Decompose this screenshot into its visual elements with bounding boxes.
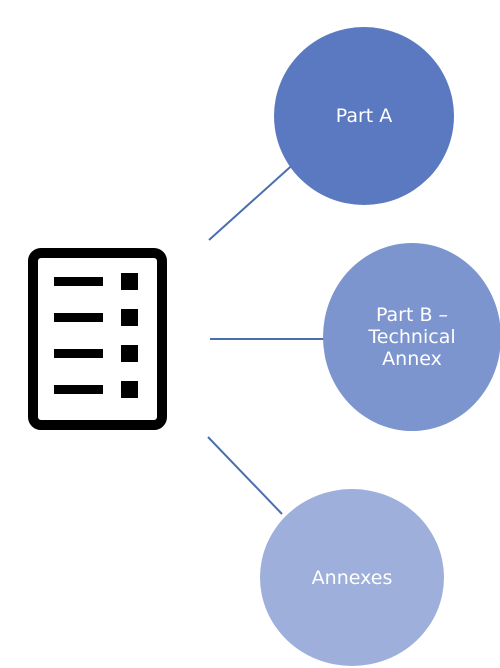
node-part-a-label: Part A: [335, 105, 393, 127]
node-annexes: Annexes: [260, 489, 444, 666]
node-part-a: Part A: [274, 27, 454, 205]
connector-annexes: [207, 436, 283, 515]
node-part-b: Part B – Technical Annex: [323, 243, 500, 431]
node-annexes-label: Annexes: [311, 566, 393, 589]
checklist-icon: [28, 248, 167, 430]
node-part-b-label: Part B – Technical Annex: [368, 304, 456, 370]
connector-part-a: [208, 159, 299, 241]
